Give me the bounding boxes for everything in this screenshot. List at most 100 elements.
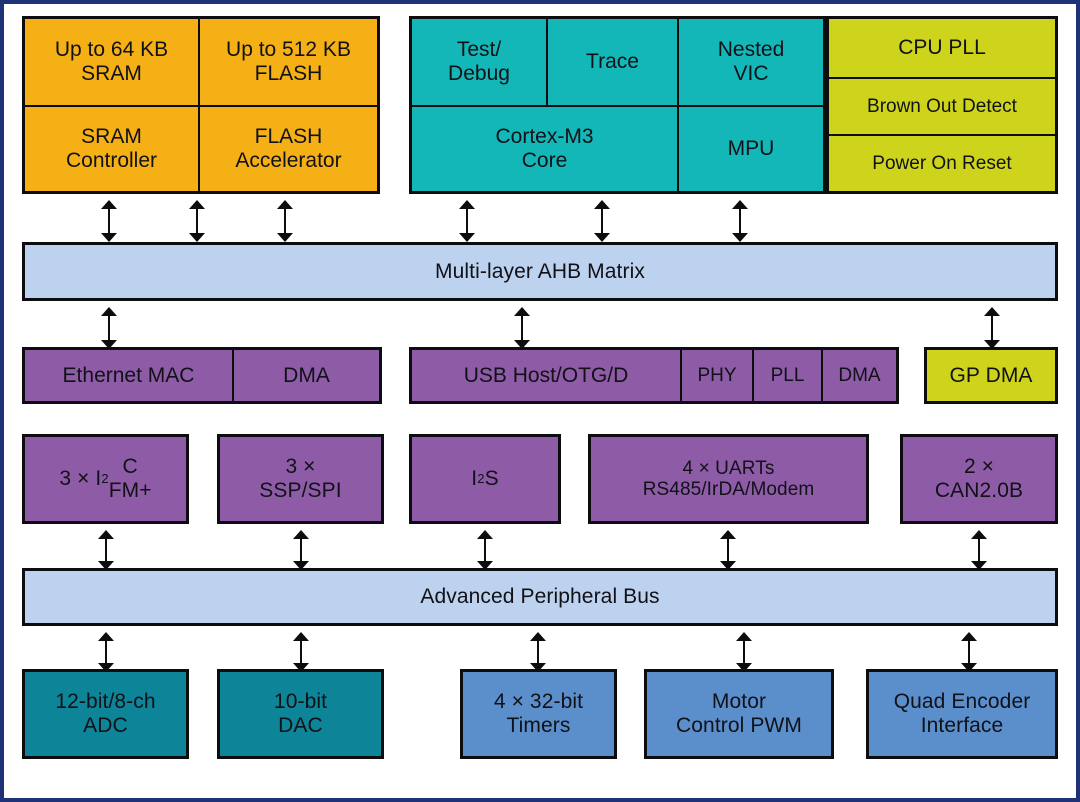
block-usb-pll[interactable]: PLL bbox=[752, 350, 821, 401]
block-nested-vic[interactable]: Nested VIC bbox=[677, 19, 823, 105]
block-usb-phy[interactable]: PHY bbox=[680, 350, 752, 401]
connector-i2s-to-apb bbox=[475, 530, 495, 570]
block-adc[interactable]: 12-bit/8-ch ADC bbox=[22, 669, 189, 759]
arrowhead-up-icon bbox=[736, 632, 752, 641]
block-cortex-m3-core[interactable]: Cortex-M3 Core bbox=[412, 105, 677, 191]
block-quad-encoder-interface[interactable]: Quad Encoder Interface bbox=[866, 669, 1058, 759]
block-ethernet-mac[interactable]: Ethernet MAC bbox=[25, 350, 232, 401]
arrowhead-down-icon bbox=[594, 233, 610, 242]
connector-can-to-apb bbox=[969, 530, 989, 570]
arrow-shaft bbox=[466, 207, 468, 235]
connector-apb-to-quad-encoder bbox=[959, 632, 979, 672]
arrowhead-down-icon bbox=[459, 233, 475, 242]
block-ethernet-dma[interactable]: DMA bbox=[232, 350, 379, 401]
connector-uarts-to-apb bbox=[718, 530, 738, 570]
block-flash-accelerator[interactable]: FLASH Accelerator bbox=[198, 105, 377, 191]
arrowhead-up-icon bbox=[293, 632, 309, 641]
arrow-shaft bbox=[537, 639, 539, 665]
arrow-shaft bbox=[739, 207, 741, 235]
block-usb-host-otg-device[interactable]: USB Host/OTG/D bbox=[412, 350, 680, 401]
arrow-shaft bbox=[105, 639, 107, 665]
arrowhead-down-icon bbox=[189, 233, 205, 242]
arrowhead-down-icon bbox=[98, 663, 114, 672]
connector-cpu-icode-to-ahb bbox=[457, 200, 477, 242]
arrowhead-down-icon bbox=[984, 340, 1000, 349]
arrowhead-down-icon bbox=[98, 561, 114, 570]
connector-cpu-dcode-to-ahb bbox=[592, 200, 612, 242]
arrowhead-up-icon bbox=[594, 200, 610, 209]
arrowhead-up-icon bbox=[732, 200, 748, 209]
clock-power-group: CPU PLL Brown Out Detect Power On Reset bbox=[826, 16, 1058, 194]
arrow-shaft bbox=[727, 537, 729, 563]
connector-ahb-to-gp-dma bbox=[982, 307, 1002, 349]
arrowhead-up-icon bbox=[984, 307, 1000, 316]
block-dac[interactable]: 10-bit DAC bbox=[217, 669, 384, 759]
arrowhead-up-icon bbox=[98, 530, 114, 539]
arrow-shaft bbox=[108, 207, 110, 235]
arrow-shaft bbox=[300, 537, 302, 563]
block-ssp-spi[interactable]: 3 ×SSP/SPI bbox=[217, 434, 384, 524]
ethernet-group: Ethernet MAC DMA bbox=[22, 347, 382, 404]
arrowhead-up-icon bbox=[101, 200, 117, 209]
arrowhead-down-icon bbox=[293, 561, 309, 570]
block-cpu-pll[interactable]: CPU PLL bbox=[829, 19, 1055, 77]
arrowhead-down-icon bbox=[732, 233, 748, 242]
arrowhead-up-icon bbox=[720, 530, 736, 539]
block-mpu[interactable]: MPU bbox=[677, 105, 823, 191]
arrow-shaft bbox=[743, 639, 745, 665]
arrowhead-up-icon bbox=[477, 530, 493, 539]
block-power-on-reset[interactable]: Power On Reset bbox=[829, 134, 1055, 191]
block-test-debug[interactable]: Test/ Debug bbox=[412, 19, 546, 105]
arrowhead-down-icon bbox=[514, 340, 530, 349]
arrowhead-up-icon bbox=[459, 200, 475, 209]
connector-apb-to-adc bbox=[96, 632, 116, 672]
arrow-shaft bbox=[991, 314, 993, 342]
connector-memory-mid-to-ahb bbox=[187, 200, 207, 242]
arrowhead-down-icon bbox=[971, 561, 987, 570]
arrowhead-down-icon bbox=[101, 233, 117, 242]
block-flash[interactable]: Up to 512 KB FLASH bbox=[198, 19, 377, 105]
connector-apb-to-dac bbox=[291, 632, 311, 672]
block-timers[interactable]: 4 × 32-bit Timers bbox=[460, 669, 617, 759]
block-can[interactable]: 2 ×CAN2.0B bbox=[900, 434, 1058, 524]
arrow-shaft bbox=[521, 314, 523, 342]
arrowhead-down-icon bbox=[736, 663, 752, 672]
arrow-shaft bbox=[284, 207, 286, 235]
arrow-shaft bbox=[105, 537, 107, 563]
arrowhead-up-icon bbox=[961, 632, 977, 641]
connector-apb-to-motor-control-pwm bbox=[734, 632, 754, 672]
arrowhead-down-icon bbox=[277, 233, 293, 242]
arrowhead-up-icon bbox=[277, 200, 293, 209]
bus-advanced-peripheral-bus[interactable]: Advanced Peripheral Bus bbox=[22, 568, 1058, 626]
block-usb-dma[interactable]: DMA bbox=[821, 350, 896, 401]
block-motor-control-pwm[interactable]: Motor Control PWM bbox=[644, 669, 834, 759]
connector-sram-to-ahb bbox=[99, 200, 119, 242]
arrow-shaft bbox=[196, 207, 198, 235]
arrowhead-down-icon bbox=[720, 561, 736, 570]
connector-flash-to-ahb bbox=[275, 200, 295, 242]
arrow-shaft bbox=[108, 314, 110, 342]
arrow-shaft bbox=[300, 639, 302, 665]
block-gp-dma[interactable]: GP DMA bbox=[924, 347, 1058, 404]
block-sram-controller[interactable]: SRAM Controller bbox=[25, 105, 198, 191]
arrowhead-up-icon bbox=[101, 307, 117, 316]
connector-ahb-to-ethernet bbox=[99, 307, 119, 349]
arrowhead-down-icon bbox=[101, 340, 117, 349]
bus-multi-layer-ahb-matrix[interactable]: Multi-layer AHB Matrix bbox=[22, 242, 1058, 301]
usb-group: USB Host/OTG/D PHY PLL DMA bbox=[409, 347, 899, 404]
block-brown-out-detect[interactable]: Brown Out Detect bbox=[829, 77, 1055, 134]
arrowhead-up-icon bbox=[293, 530, 309, 539]
arrowhead-down-icon bbox=[530, 663, 546, 672]
memory-subsystem-group: Up to 64 KB SRAM Up to 512 KB FLASH SRAM… bbox=[22, 16, 380, 194]
block-trace[interactable]: Trace bbox=[546, 19, 677, 105]
block-sram[interactable]: Up to 64 KB SRAM bbox=[25, 19, 198, 105]
arrowhead-up-icon bbox=[98, 632, 114, 641]
arrowhead-down-icon bbox=[293, 663, 309, 672]
arrow-shaft bbox=[601, 207, 603, 235]
connector-cpu-system-to-ahb bbox=[730, 200, 750, 242]
connector-apb-to-timers bbox=[528, 632, 548, 672]
arrowhead-up-icon bbox=[514, 307, 530, 316]
